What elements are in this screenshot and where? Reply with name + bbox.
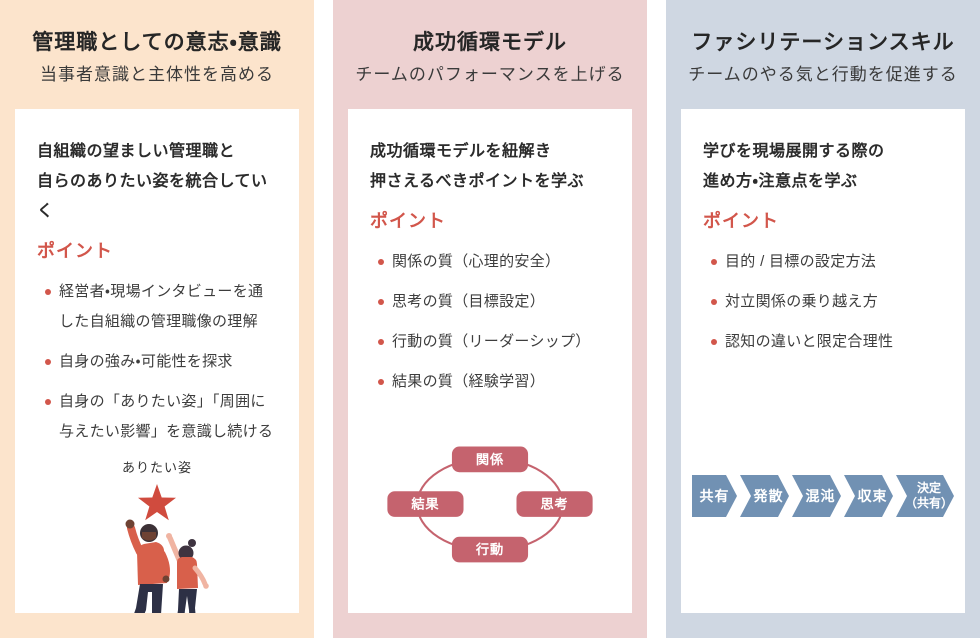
column-success-cycle: 成功循環モデル チームのパフォーマンスを上げる 成功循環モデルを紐解き 押さえる… [333, 0, 647, 638]
cycle-node-left [387, 491, 464, 517]
facilitation-flow-chevrons: 共有 発散 混沌 収束 決定 （共有） [703, 475, 943, 517]
points-list: 関係の質（心理的安全） 思考の質（目標設定） 行動の質（リーダーシップ） 結果の… [370, 247, 610, 397]
column-subtitle: 当事者意識と主体性を高める [40, 65, 274, 84]
point-item: 認知の違いと限定合理性 [703, 327, 943, 357]
column-subtitle: チームのやる気と行動を促進する [688, 65, 958, 84]
point-text: 対立関係の乗り越え方 [725, 293, 879, 310]
point-text: 結果の質（経験学習） [392, 373, 546, 390]
bullet-dot-icon [378, 339, 384, 345]
column-header: 管理職としての意志・意識 当事者意識と主体性を高める [0, 0, 314, 87]
column-title: 成功循環モデル [413, 31, 567, 54]
point-item: 関係の質（心理的安全） [370, 247, 610, 277]
point-text: 認知の違いと限定合理性 [725, 333, 894, 350]
cycle-node-bottom [451, 536, 529, 563]
illustration-label: ありたい姿 [121, 460, 192, 475]
lead-text: 成功循環モデルを紐解き 押さえるべきポイントを学ぶ [370, 143, 585, 190]
points-list: 目的 / 目標の設定方法 対立関係の乗り越え方 認知の違いと限定合理性 [703, 247, 943, 357]
column-subtitle: チームのパフォーマンスを上げる [355, 65, 625, 84]
column-manager-mindset: 管理職としての意志・意識 当事者意識と主体性を高める 自組織の望ましい管理職と … [0, 0, 314, 638]
flow-step-chevron: 混沌 [792, 475, 841, 517]
cycle-node-label: 行動 [475, 541, 504, 557]
lead-text: 学びを現場展開する際の 進め方・注意点を学ぶ [703, 143, 885, 190]
success-cycle-diagram: 関係 思考 行動 結果 [370, 427, 610, 577]
cycle-node-top [451, 446, 529, 473]
point-item: 自身の強み・可能性を探求 [37, 347, 277, 377]
point-text: 行動の質（リーダーシップ） [392, 333, 591, 350]
point-item: 経営者・現場インタビューを通した自組織の管理職像の理解 [37, 277, 277, 337]
points-heading: ポイント [37, 241, 113, 261]
cycle-node-label: 思考 [540, 496, 568, 512]
bullet-dot-icon [378, 259, 384, 265]
point-text: 関係の質（心理的安全） [392, 253, 561, 270]
content-card: 学びを現場展開する際の 進め方・注意点を学ぶ ポイント 目的 / 目標の設定方法… [681, 109, 965, 613]
content-card: 自組織の望ましい管理職と 自らのありたい姿を統合していく ポイント 経営者・現場… [15, 109, 299, 613]
point-item: 目的 / 目標の設定方法 [703, 247, 943, 277]
point-item: 結果の質（経験学習） [370, 367, 610, 397]
star-icon [138, 484, 176, 521]
point-text: 思考の質（目標設定） [392, 293, 546, 310]
flow-step-chevron: 決定 （共有） [896, 475, 954, 517]
bullet-dot-icon [711, 299, 717, 305]
people-reaching-star-icon [125, 484, 209, 613]
point-item: 自身の「ありたい姿」「周囲に与えたい影響」を意識し続ける [37, 387, 277, 447]
column-header: ファシリテーションスキル チームのやる気と行動を促進する [666, 0, 980, 87]
points-heading: ポイント [703, 211, 779, 231]
cycle-diagram-icon: 関係 思考 行動 結果 [387, 446, 593, 563]
point-text: 自身の「ありたい姿」「周囲に与えたい影響」を意識し続ける [59, 393, 274, 440]
bullet-dot-icon [45, 289, 51, 295]
point-item: 対立関係の乗り越え方 [703, 287, 943, 317]
goal-star-illustration [37, 480, 277, 613]
flow-step-chevron: 共有 [692, 475, 737, 517]
bullet-dot-icon [45, 399, 51, 405]
bullet-dot-icon [378, 299, 384, 305]
points-list: 経営者・現場インタビューを通した自組織の管理職像の理解 自身の強み・可能性を探求… [37, 277, 277, 447]
bullet-dot-icon [45, 359, 51, 365]
column-title: 管理職としての意志・意識 [32, 31, 282, 54]
bullet-dot-icon [378, 379, 384, 385]
content-card: 成功循環モデルを紐解き 押さえるべきポイントを学ぶ ポイント 関係の質（心理的安… [348, 109, 632, 613]
cycle-node-label: 結果 [410, 496, 439, 512]
point-item: 思考の質（目標設定） [370, 287, 610, 317]
point-item: 行動の質（リーダーシップ） [370, 327, 610, 357]
cycle-node-right [516, 491, 593, 517]
bullet-dot-icon [711, 339, 717, 345]
lead-text: 自組織の望ましい管理職と 自らのありたい姿を統合していく [37, 143, 268, 220]
point-text: 経営者・現場インタビューを通した自組織の管理職像の理解 [59, 283, 264, 330]
point-text: 目的 / 目標の設定方法 [725, 253, 877, 270]
column-header: 成功循環モデル チームのパフォーマンスを上げる [333, 0, 647, 87]
column-facilitation-skill: ファシリテーションスキル チームのやる気と行動を促進する 学びを現場展開する際の… [666, 0, 980, 638]
flow-step-chevron: 発散 [740, 475, 789, 517]
point-text: 自身の強み・可能性を探求 [59, 353, 233, 370]
flow-step-chevron: 収束 [844, 475, 893, 517]
column-title: ファシリテーションスキル [691, 31, 955, 54]
bullet-dot-icon [711, 259, 717, 265]
cycle-node-label: 関係 [476, 451, 504, 467]
points-heading: ポイント [370, 211, 446, 231]
